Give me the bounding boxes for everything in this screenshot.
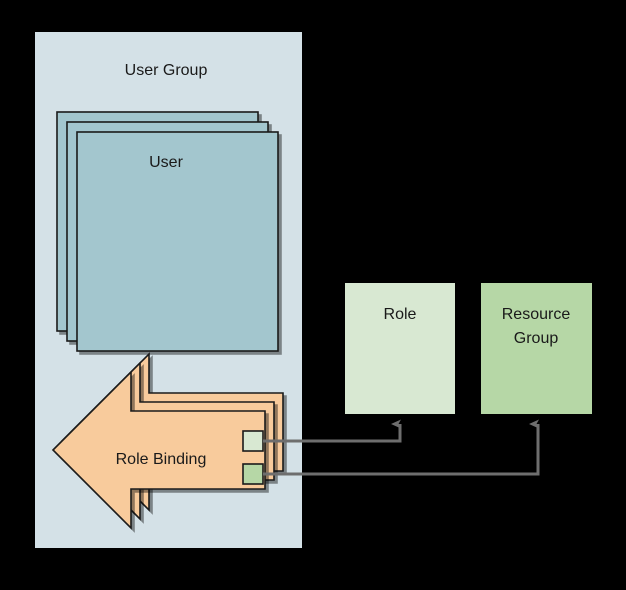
role-box-container[interactable]: Role [345, 283, 455, 414]
user-card-front[interactable] [76, 131, 279, 352]
role-binding-arrow-shape[interactable] [51, 370, 266, 530]
role-box-label: Role [384, 306, 417, 323]
user-group-label: User Group [125, 62, 208, 79]
resource-group-label-line-1: Resource [502, 306, 571, 323]
user-card-label: User [149, 154, 183, 171]
resource-group-label-line-2: Group [514, 330, 559, 347]
connector-line-role[interactable] [263, 419, 402, 443]
role-binding-front[interactable] [51, 370, 266, 530]
role-port-swatch[interactable] [242, 430, 264, 452]
resource-group-box[interactable] [481, 283, 592, 414]
connector-role-binding-to-role[interactable] [263, 419, 402, 443]
connector-role-binding-to-resource-group[interactable] [263, 419, 540, 476]
resource-group-box-container[interactable]: Resource Group [481, 283, 592, 414]
role-box[interactable] [345, 283, 455, 414]
user-card-stack[interactable]: User [56, 111, 279, 352]
role-binding-label: Role Binding [116, 451, 207, 468]
connector-line-resource-group[interactable] [263, 419, 540, 476]
resource-port-swatch[interactable] [242, 463, 264, 485]
role-binding-stack[interactable]: Role Binding [51, 352, 284, 530]
